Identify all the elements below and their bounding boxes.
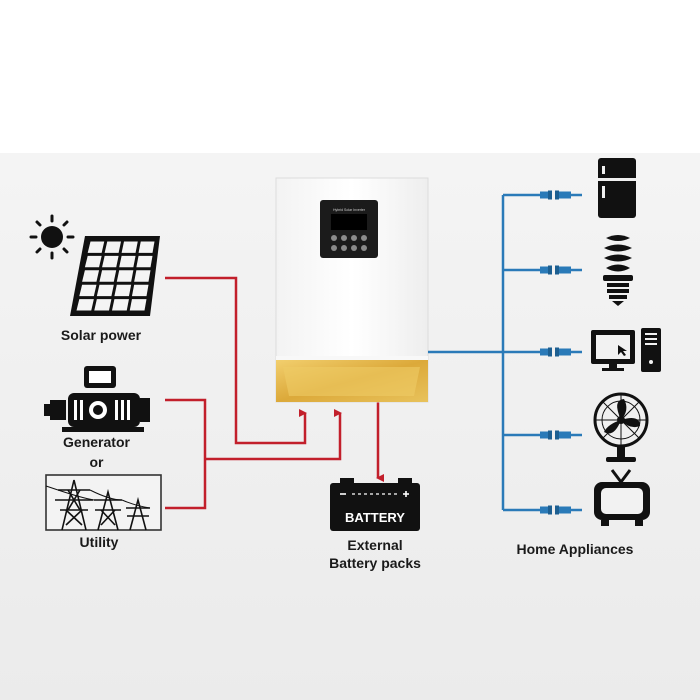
battery-icon-text: BATTERY: [345, 510, 405, 525]
plug-connector: [540, 430, 582, 440]
solar-cell: [134, 270, 151, 282]
solar-cell: [96, 284, 114, 297]
inverter-screen-text: Hybrid Solar Inverter: [333, 208, 366, 212]
solar-cell: [112, 299, 129, 311]
solar-power-label: Solar power: [60, 327, 142, 343]
plug-connector: [540, 347, 582, 357]
solar-panel-icon: [70, 236, 160, 316]
solar-cell: [102, 255, 119, 268]
solar-cell: [114, 284, 132, 297]
solar-cell: [82, 270, 100, 282]
battery-label-line1: External: [347, 537, 403, 553]
inverter-unit: [275, 177, 429, 403]
solar-cell: [138, 241, 155, 253]
plug-connector: [540, 190, 582, 200]
generator-icon: [44, 366, 150, 432]
sun-icon: [29, 214, 75, 260]
solar-cell: [87, 241, 105, 253]
solar-cell: [99, 270, 117, 282]
light-bulb-icon: [603, 235, 633, 306]
solar-cell: [131, 284, 149, 297]
or-label: or: [89, 454, 104, 470]
solar-cell: [94, 299, 112, 311]
plug-connectors: [540, 190, 582, 515]
solar-cell: [104, 241, 121, 253]
generator-label: Generator: [63, 434, 130, 450]
solar-cell: [84, 255, 102, 268]
ac-wiring: [428, 193, 548, 512]
television-icon: [594, 469, 650, 526]
battery-icon: [330, 478, 420, 531]
computer-icon: [591, 328, 661, 372]
refrigerator-icon: [598, 158, 636, 218]
solar-cell: [79, 284, 97, 297]
solar-cell: [119, 255, 136, 268]
dc-wiring: [165, 276, 384, 510]
plug-connector: [540, 505, 582, 515]
solar-cell: [129, 299, 147, 311]
solar-cell: [116, 270, 134, 282]
utility-label: Utility: [79, 534, 119, 550]
solar-cell: [76, 299, 94, 311]
utility-grid-icon: [45, 474, 162, 531]
plug-connector: [540, 265, 582, 275]
battery-label-line2: Battery packs: [329, 555, 421, 571]
solar-cell: [121, 241, 138, 253]
fan-icon: [593, 392, 649, 462]
solar-cell: [136, 255, 153, 268]
home-appliances-label: Home Appliances: [516, 541, 634, 557]
